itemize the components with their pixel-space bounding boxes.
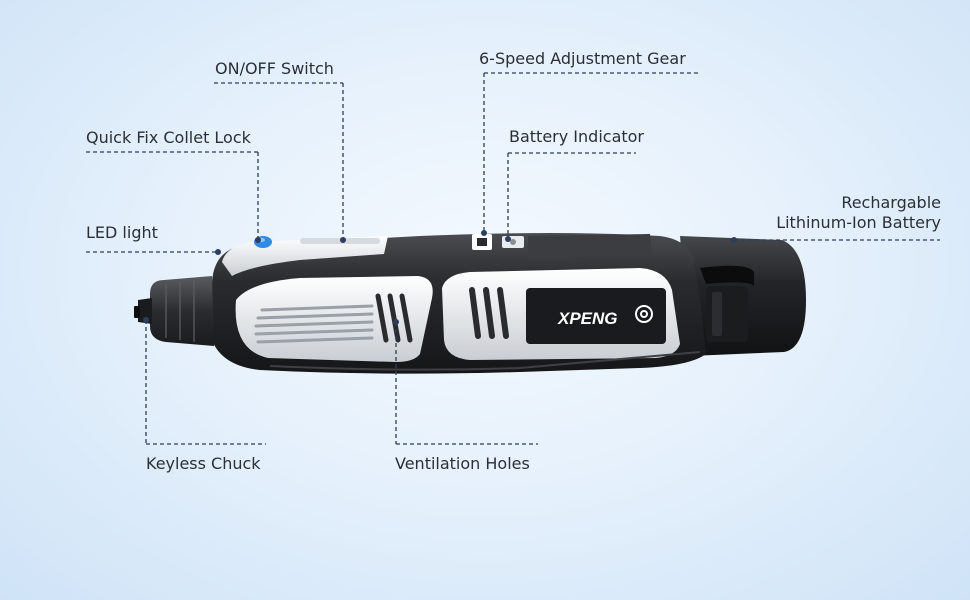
label-collet-lock: Quick Fix Collet Lock bbox=[86, 128, 251, 147]
keyless-chuck bbox=[134, 276, 214, 346]
label-speed-gear: 6-Speed Adjustment Gear bbox=[479, 49, 686, 68]
logo-gear-icon bbox=[635, 305, 653, 323]
label-battery-line2: Lithinum-Ion Battery bbox=[776, 213, 941, 232]
brand-logo: XPENG bbox=[557, 309, 618, 328]
label-on-off-switch: ON/OFF Switch bbox=[215, 59, 334, 78]
label-ventilation: Ventilation Holes bbox=[395, 454, 530, 473]
callout-ventilation bbox=[393, 319, 538, 445]
callout-led bbox=[86, 249, 221, 255]
label-battery-line1: Rechargable bbox=[841, 193, 941, 212]
label-battery-indicator: Battery Indicator bbox=[509, 127, 645, 146]
callout-chuck bbox=[143, 317, 266, 445]
callout-battery-indicator bbox=[505, 152, 636, 242]
callout-on-off bbox=[214, 82, 346, 243]
ventilation-slots bbox=[375, 293, 413, 343]
label-keyless-chuck: Keyless Chuck bbox=[146, 454, 261, 473]
battery-pack bbox=[680, 236, 806, 356]
callout-collet-lock bbox=[86, 151, 261, 243]
on-off-switch bbox=[300, 238, 380, 244]
logo-plate bbox=[526, 288, 666, 344]
front-grille bbox=[254, 304, 374, 344]
label-led-light: LED light bbox=[86, 223, 158, 242]
rear-vent-slots bbox=[469, 287, 509, 339]
callout-battery bbox=[731, 237, 940, 243]
callout-speed-gear bbox=[481, 72, 698, 236]
